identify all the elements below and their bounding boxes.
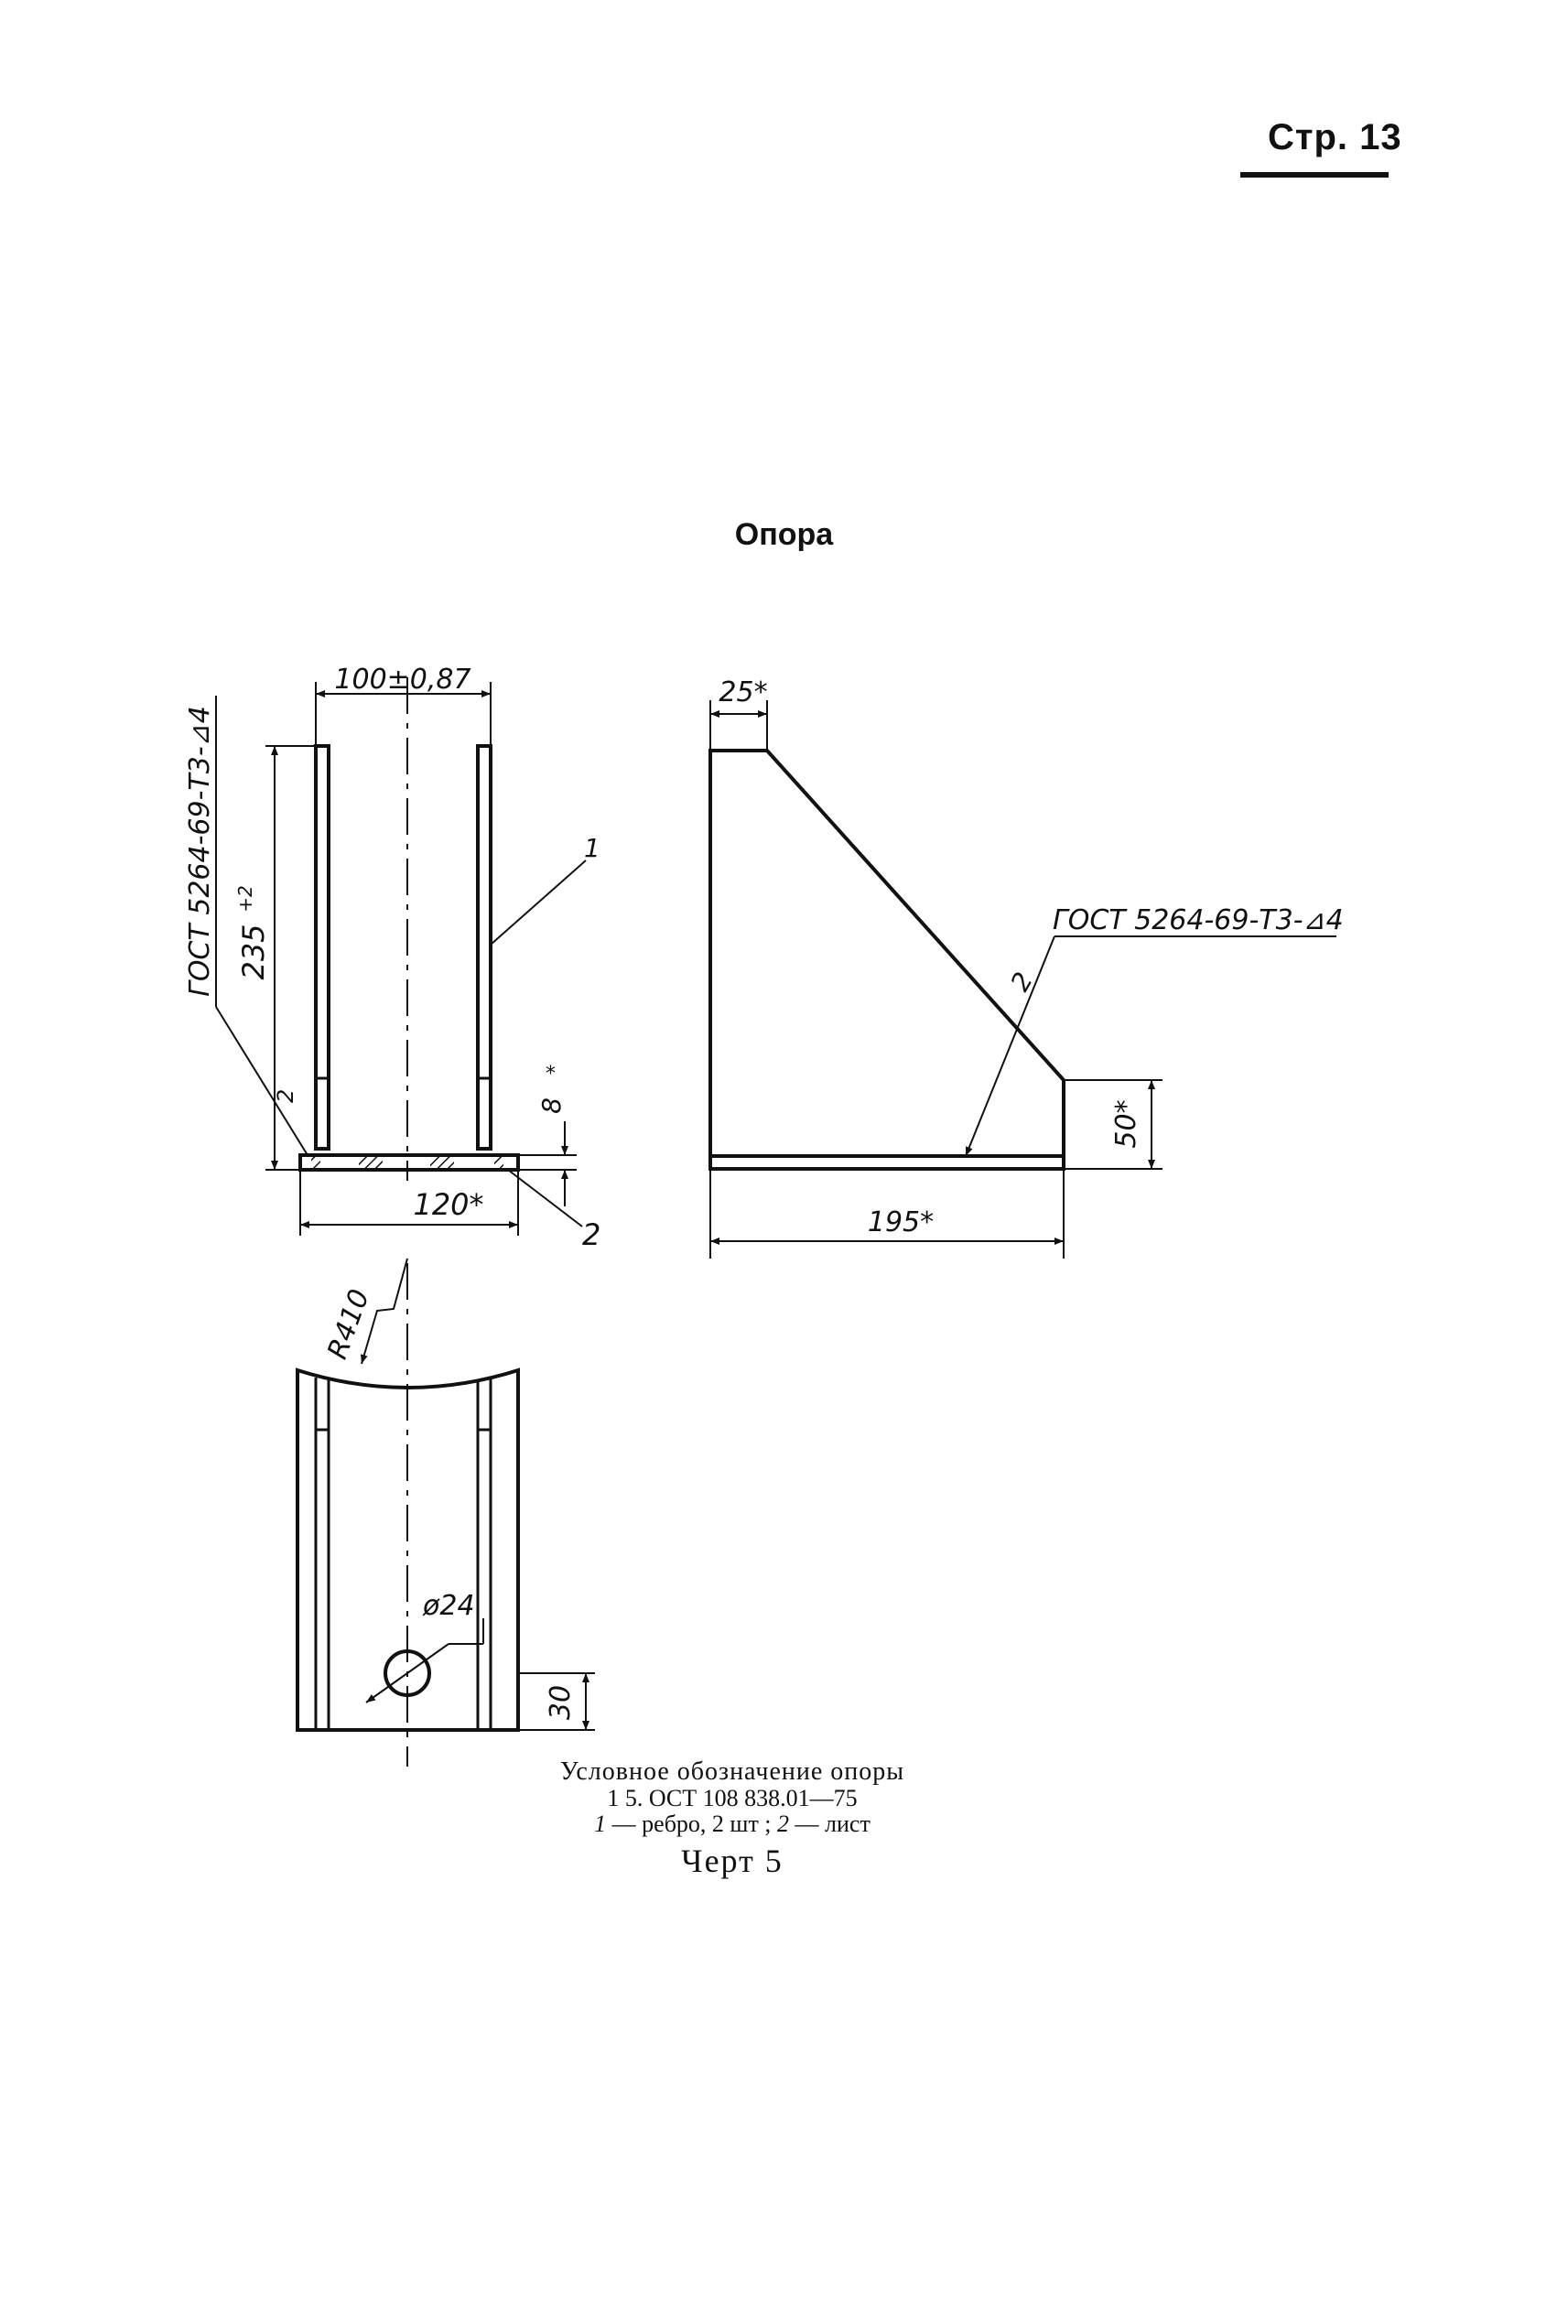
plan-hole: [384, 1649, 431, 1697]
front-weld-2: [430, 1155, 454, 1170]
caption-line-1: Условное обозначение опоры: [559, 1757, 905, 1786]
front-leader-1: [490, 859, 587, 946]
caption-line-3: 1 — ребро, 2 шт ; 2 — лист: [0, 1811, 1465, 1838]
side-weld-note: ГОСТ 5264-69-Т3-⊿4: [1053, 904, 1344, 936]
plan-outline: [296, 1367, 520, 1732]
front-callout-1: 1: [584, 833, 600, 863]
front-weld-note: ГОСТ 5264-69-Т3-⊿4: [184, 706, 216, 997]
front-thickness-dim: 8: [536, 1097, 567, 1114]
side-base-plate: [708, 1154, 1065, 1171]
front-thickness-star: *: [546, 1063, 556, 1086]
side-length-dim: 195*: [868, 1206, 934, 1238]
side-height-dim: 50*: [1110, 1099, 1142, 1148]
front-view: [215, 677, 587, 1236]
front-weld-1: [359, 1155, 383, 1170]
front-height-tolerance: +2: [234, 885, 256, 912]
plan-hole-dim: ø24: [422, 1590, 475, 1622]
figure-label: Черт 5: [681, 1843, 784, 1879]
plan-radius-dim: R410: [321, 1285, 376, 1363]
drawing-title: Опора: [734, 517, 834, 552]
front-plate-dim: 120*: [413, 1187, 483, 1222]
front-width-dim: 100±0,87: [334, 664, 470, 696]
plan-view: [296, 1258, 595, 1767]
caption-item-2-text: — лист: [789, 1811, 871, 1837]
front-weld-callout-2: 2: [273, 1089, 298, 1103]
side-view: [708, 700, 1336, 1259]
caption-item-1-number: 1: [594, 1811, 607, 1837]
front-callout-2: 2: [582, 1217, 600, 1252]
plan-edge-dim: 30: [545, 1685, 577, 1720]
page-number: Стр. 13: [1268, 117, 1402, 157]
front-rib-right: [476, 744, 492, 1151]
caption-item-1-text: — ребро, 2 шт ;: [606, 1811, 778, 1837]
plan-radius-leader: [360, 1258, 408, 1365]
side-bracket-outline: [708, 749, 1065, 1158]
caption-item-2-number: 2: [777, 1811, 790, 1837]
front-rib-left: [314, 744, 330, 1151]
side-callout-2: 2: [1004, 967, 1038, 997]
front-height-dim: 235: [236, 924, 271, 979]
side-weld-leader: [965, 935, 1055, 1157]
page-number-rule: [1240, 172, 1389, 178]
side-top-dim: 25*: [719, 676, 767, 708]
caption-line-2: 1 5. ОСТ 108 838.01—75: [607, 1785, 858, 1811]
front-base-plate: [298, 1153, 520, 1172]
front-leader-2: [507, 1169, 583, 1227]
